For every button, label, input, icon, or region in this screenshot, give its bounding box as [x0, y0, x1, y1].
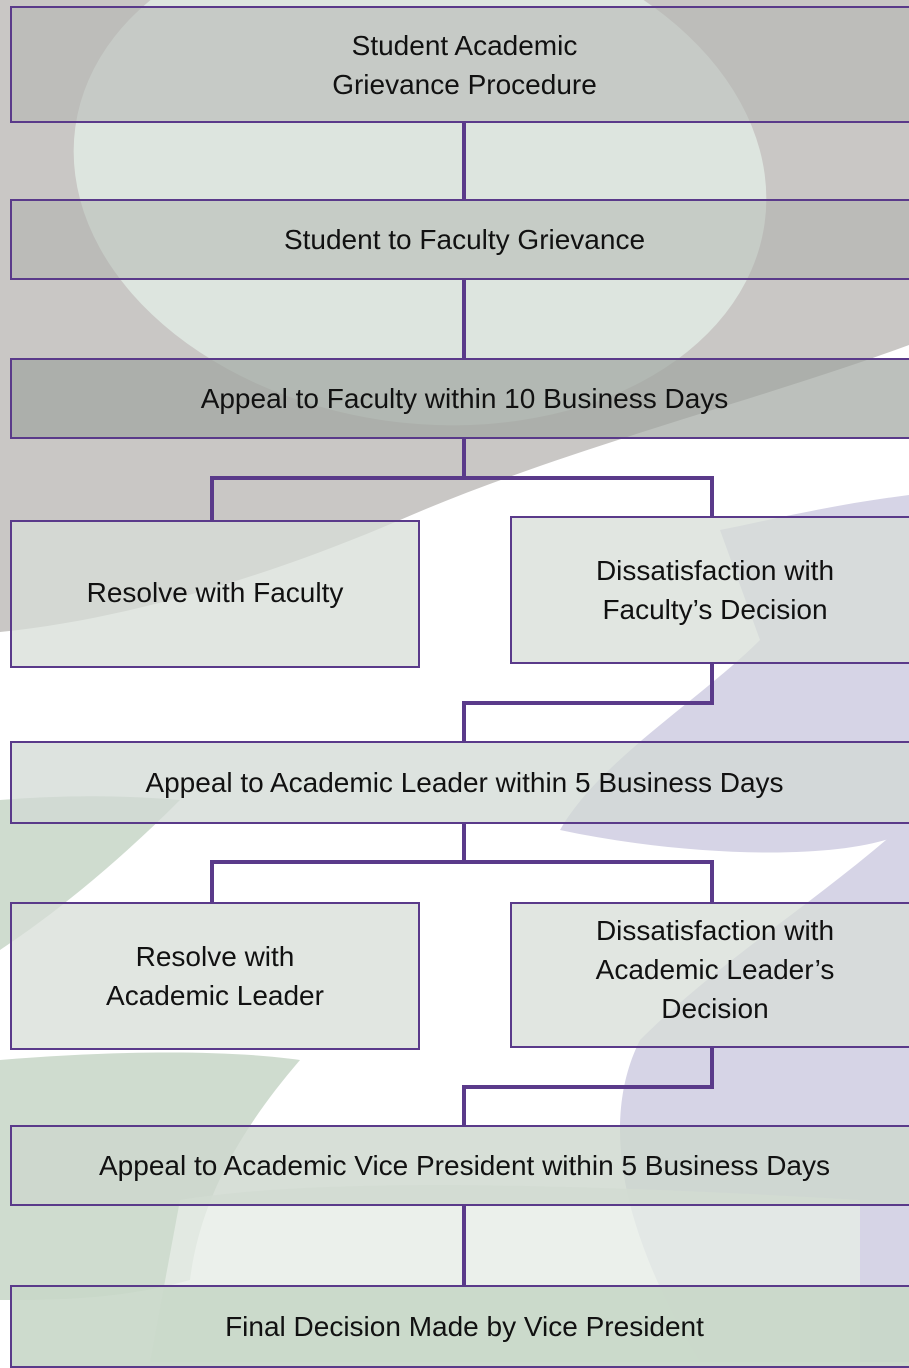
step-label: Dissatisfaction with Faculty’s Decision: [595, 555, 835, 625]
step-label: Final Decision Made by Vice President: [225, 1311, 704, 1342]
step-resolve-leader: Resolve with Academic Leader: [10, 902, 420, 1050]
title-box: Student Academic Grievance Procedure: [10, 6, 909, 123]
step-label: Appeal to Faculty within 10 Business Day…: [200, 383, 729, 414]
step-student-to-faculty: Student to Faculty Grievance: [10, 199, 909, 280]
step-appeal-vp: Appeal to Academic Vice President within…: [10, 1125, 909, 1206]
step-appeal-leader: Appeal to Academic Leader within 5 Busin…: [10, 741, 909, 824]
step-final-decision: Final Decision Made by Vice President: [10, 1285, 909, 1368]
step-label: Resolve with Academic Leader: [106, 941, 324, 1011]
step-appeal-faculty: Appeal to Faculty within 10 Business Day…: [10, 358, 909, 439]
step-label: Student to Faculty Grievance: [283, 224, 646, 255]
step-label: Resolve with Faculty: [86, 576, 344, 608]
step-label: Appeal to Academic Leader within 5 Busin…: [145, 767, 784, 798]
step-label: Appeal to Academic Vice President within…: [99, 1150, 830, 1181]
step-dissatisfied-faculty: Dissatisfaction with Faculty’s Decision: [510, 516, 909, 664]
step-dissatisfied-leader: Dissatisfaction with Academic Leader’s D…: [510, 902, 909, 1048]
step-resolve-faculty: Resolve with Faculty: [10, 520, 420, 668]
title-text: Student Academic Grievance Procedure: [332, 29, 597, 100]
step-label: Dissatisfaction with Academic Leader’s D…: [595, 914, 835, 1024]
